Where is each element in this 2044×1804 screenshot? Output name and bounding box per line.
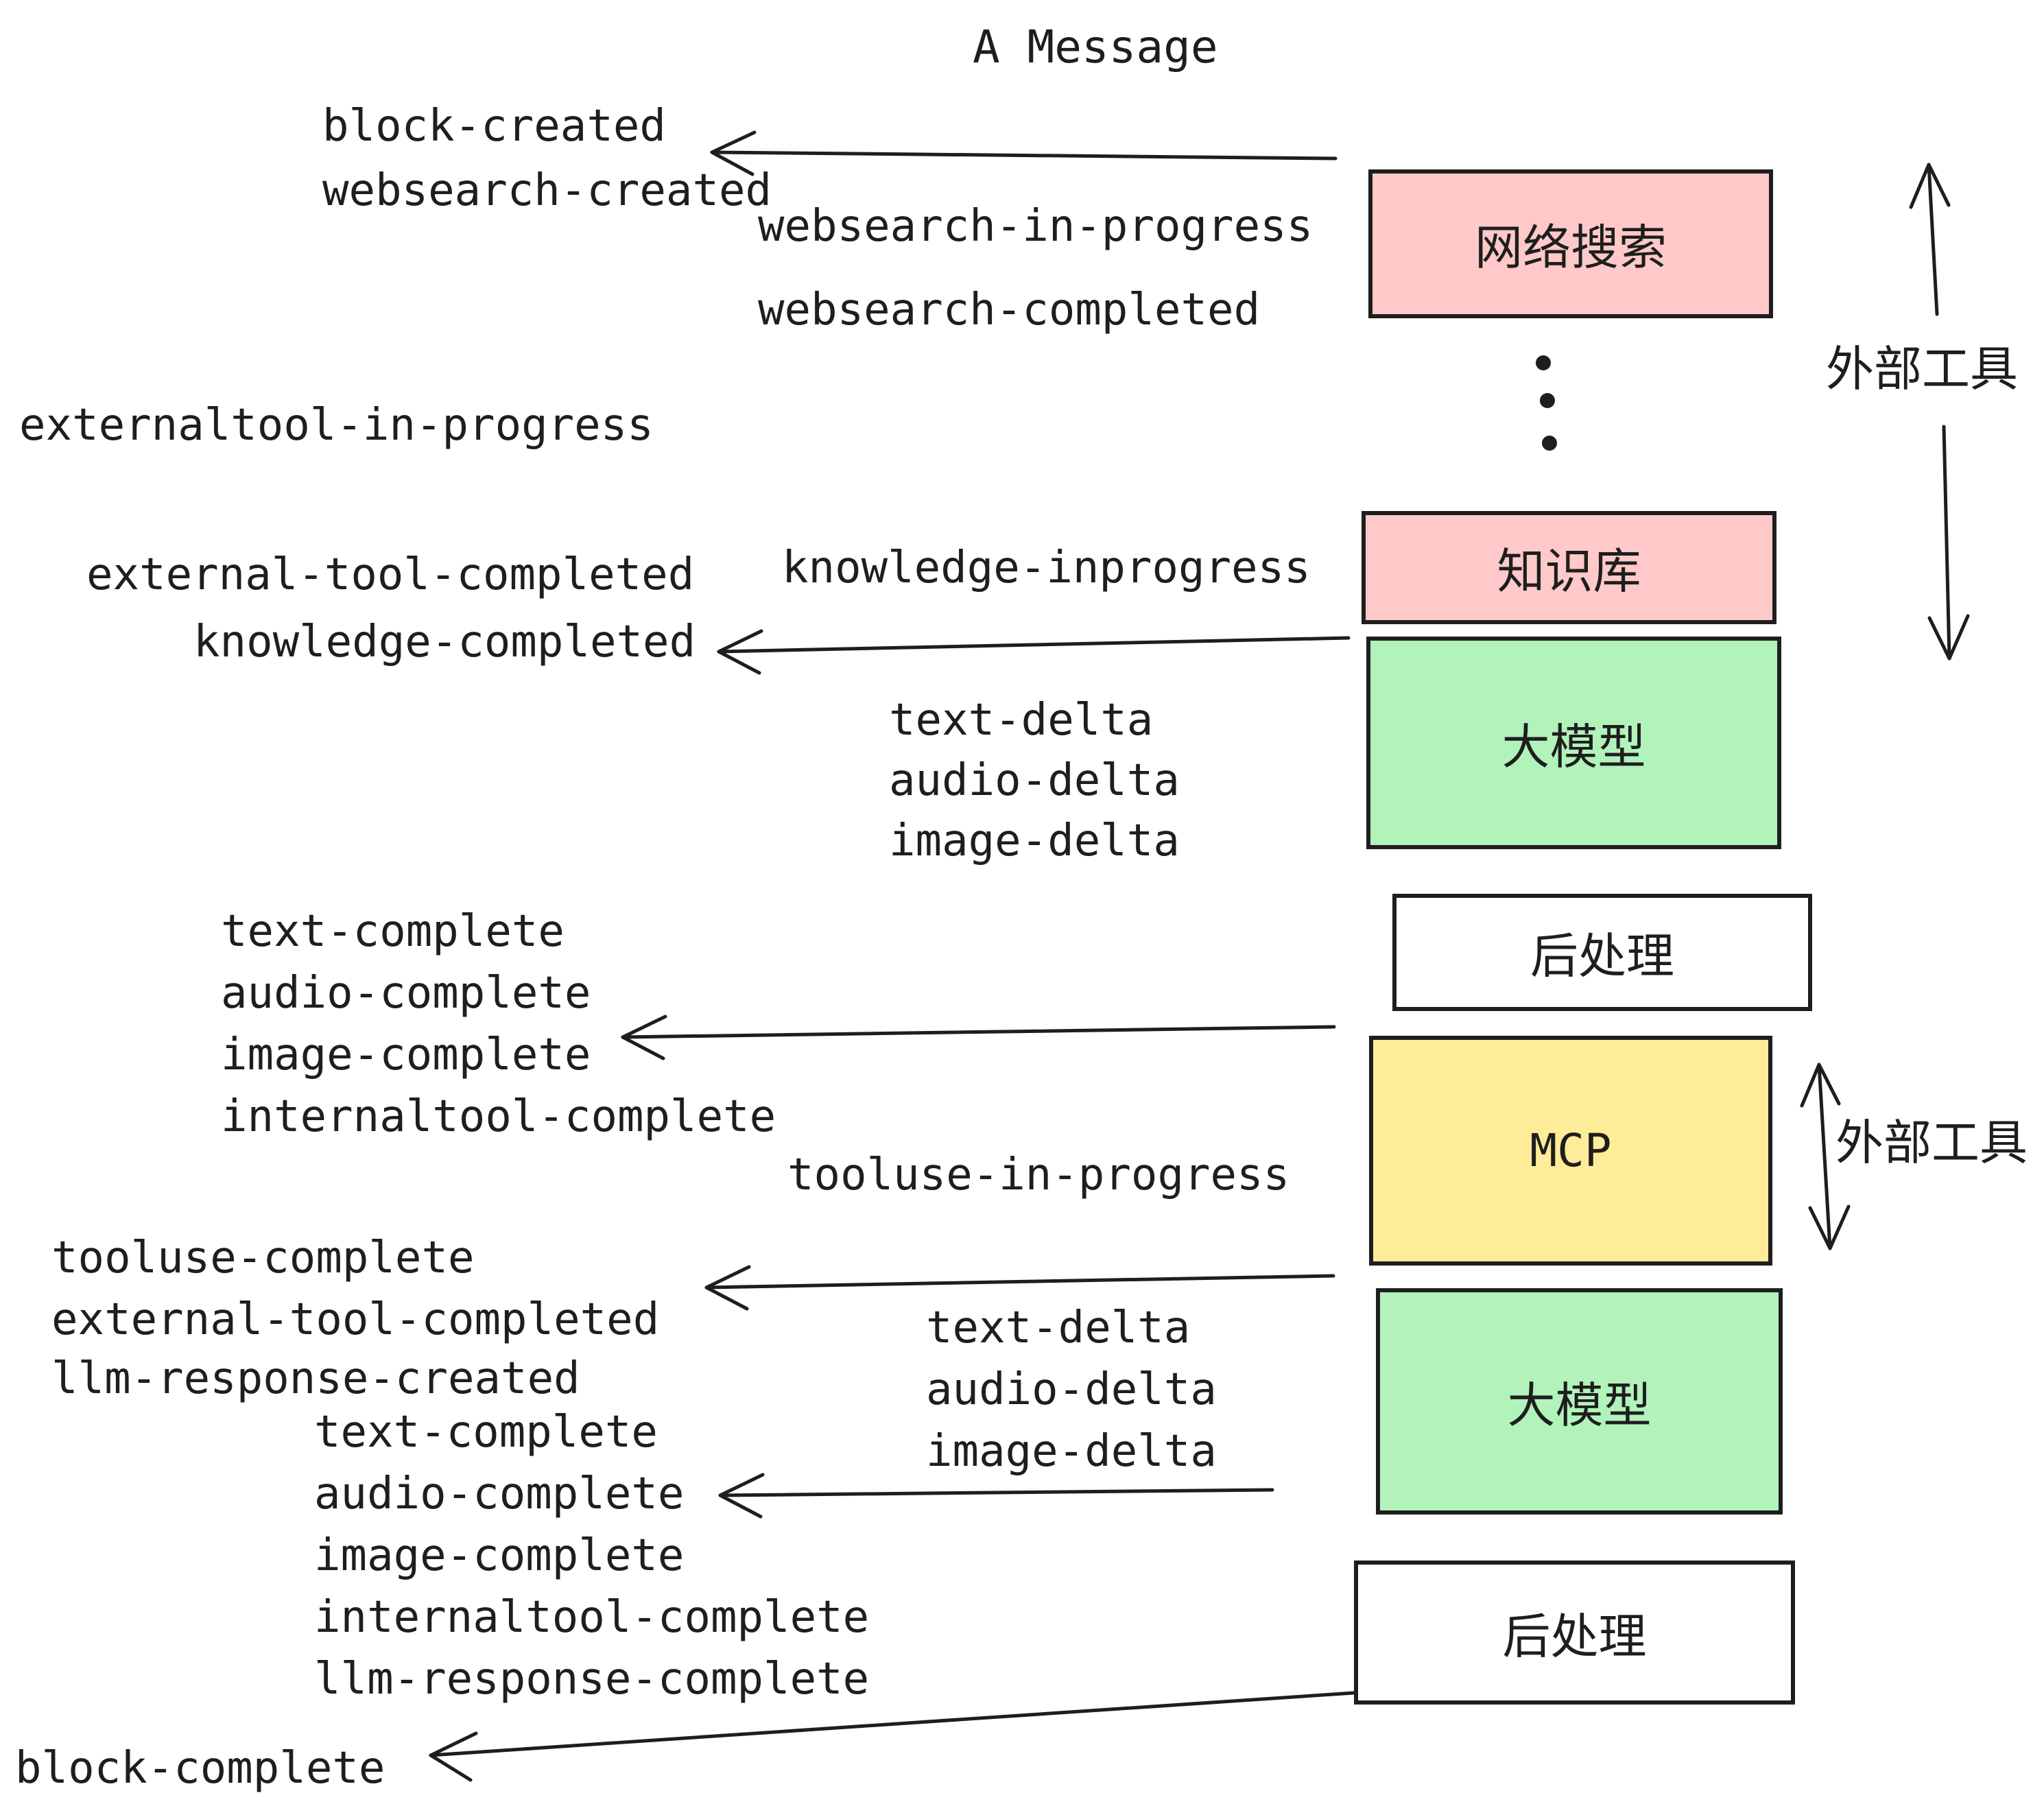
- box-mcp-label: MCP: [1530, 1124, 1612, 1177]
- box-postprocess-bottom: 后处理: [1354, 1560, 1795, 1705]
- box-llm-top-label: 大模型: [1501, 718, 1646, 775]
- label-image-delta: image-delta: [889, 816, 1180, 866]
- external-tools-bottom-label: 外部工具: [1835, 1115, 2028, 1171]
- box-postprocess-bottom-label: 后处理: [1502, 1608, 1647, 1665]
- box-websearch-label: 网络搜索: [1475, 219, 1667, 276]
- label-text-complete: text-complete: [221, 906, 565, 957]
- box-postprocess-top: 后处理: [1392, 894, 1812, 1011]
- box-websearch: 网络搜索: [1368, 169, 1773, 318]
- box-llm-bottom-label: 大模型: [1507, 1377, 1652, 1434]
- box-postprocess-top-label: 后处理: [1530, 928, 1674, 984]
- box-llm-bottom: 大模型: [1376, 1288, 1783, 1515]
- label-externaltool-in-progress: externaltool-in-progress: [19, 400, 654, 451]
- arrow-to-block-complete: [429, 1691, 1356, 1782]
- label-tooluse-complete: tooluse-complete: [51, 1233, 475, 1283]
- box-mcp: MCP: [1369, 1036, 1772, 1266]
- label-tooluse-in-progress: tooluse-in-progress: [787, 1150, 1290, 1200]
- arrow-to-knowledge-completed: [717, 629, 1351, 675]
- label-llm-response-created: llm-response-created: [51, 1353, 580, 1404]
- box-knowledge-label: 知识库: [1497, 543, 1641, 600]
- label-text-delta-2: text-delta: [926, 1303, 1191, 1353]
- label-audio-complete-2: audio-complete: [314, 1469, 685, 1519]
- label-text-complete-2: text-complete: [314, 1407, 658, 1458]
- label-internaltool-complete-2: internaltool-complete: [314, 1592, 870, 1643]
- label-audio-complete: audio-complete: [221, 968, 591, 1019]
- label-text-delta: text-delta: [889, 695, 1154, 746]
- label-block-created: block-created: [322, 101, 666, 152]
- label-external-tool-completed: external-tool-completed: [86, 549, 695, 600]
- label-knowledge-inprogress: knowledge-inprogress: [782, 543, 1311, 593]
- arrow-to-block-created: [710, 130, 1338, 176]
- label-internaltool-complete: internaltool-complete: [221, 1091, 776, 1142]
- label-websearch-completed: websearch-completed: [758, 285, 1261, 335]
- box-llm-top: 大模型: [1366, 637, 1781, 849]
- label-block-complete: block-complete: [15, 1743, 385, 1794]
- label-audio-delta: audio-delta: [889, 755, 1180, 806]
- label-websearch-in-progress: websearch-in-progress: [758, 201, 1314, 252]
- label-websearch-created: websearch-created: [322, 165, 772, 216]
- arrow-to-audio-complete: [718, 1473, 1274, 1519]
- diagram-title: A Message: [973, 21, 1218, 73]
- label-audio-delta-2: audio-delta: [926, 1364, 1217, 1415]
- external-tools-top-label: 外部工具: [1826, 341, 2018, 397]
- external-tools-top-double-arrow: [1909, 163, 1970, 661]
- label-external-tool-completed-2: external-tool-completed: [51, 1294, 660, 1345]
- ellipsis-dots: [1536, 355, 1557, 451]
- external-tools-bottom-double-arrow: [1800, 1063, 1851, 1250]
- label-knowledge-completed: knowledge-completed: [193, 617, 696, 667]
- label-llm-response-complete: llm-response-complete: [314, 1654, 870, 1705]
- label-image-complete-2: image-complete: [314, 1530, 685, 1581]
- arrow-to-tooluse-complete: [704, 1265, 1335, 1311]
- box-knowledge: 知识库: [1362, 511, 1776, 624]
- label-image-delta-2: image-delta: [926, 1426, 1217, 1477]
- arrow-to-image-complete: [621, 1014, 1336, 1060]
- label-image-complete: image-complete: [221, 1030, 591, 1080]
